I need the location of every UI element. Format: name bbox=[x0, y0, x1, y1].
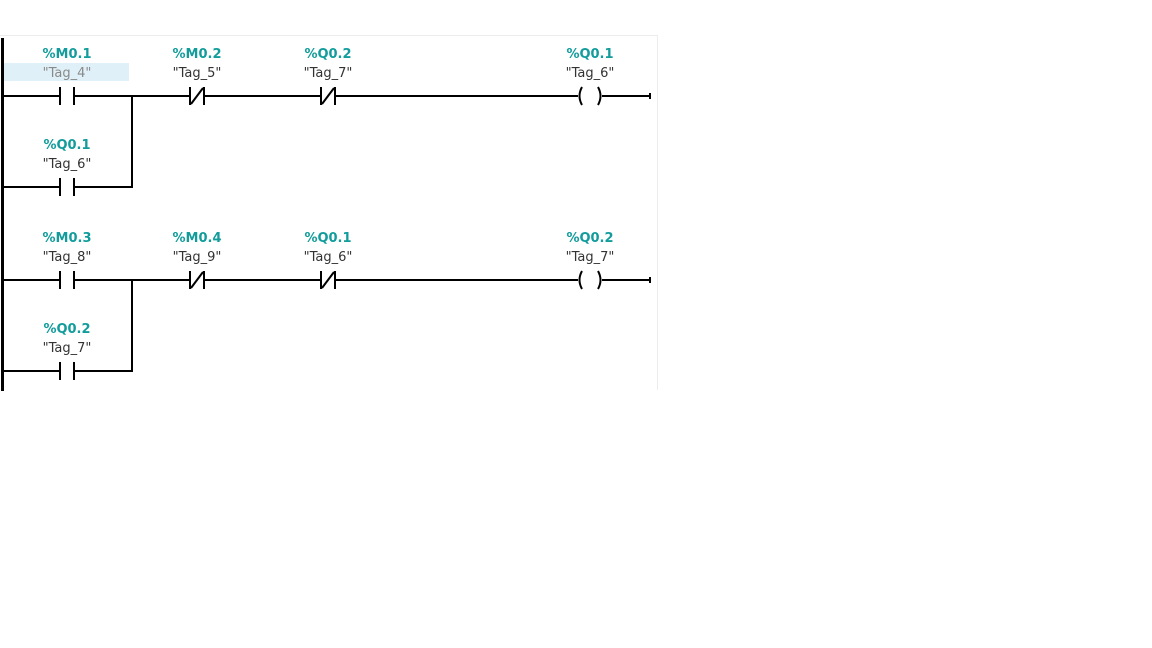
output-coil[interactable]: %Q0.2 "Tag_7" bbox=[566, 231, 615, 290]
operand-address[interactable]: %M0.4 bbox=[173, 231, 222, 246]
contact-negation-slash bbox=[321, 87, 335, 105]
operand-address[interactable]: %Q0.2 bbox=[566, 231, 613, 246]
operand-address[interactable]: %M0.1 bbox=[43, 47, 92, 62]
operand-tag[interactable]: "Tag_7" bbox=[566, 250, 615, 265]
operand-tag[interactable]: "Tag_6" bbox=[43, 157, 92, 172]
normally-closed-contact[interactable]: %Q0.1 "Tag_6" bbox=[304, 231, 353, 289]
selected-tag-highlight bbox=[4, 63, 129, 81]
normally-closed-contact[interactable]: %M0.2 "Tag_5" bbox=[173, 47, 222, 105]
normally-open-contact[interactable]: %M0.3 "Tag_8" bbox=[43, 231, 92, 289]
contact-negation-slash bbox=[190, 87, 204, 105]
operand-tag[interactable]: "Tag_4" bbox=[43, 66, 92, 81]
normally-open-contact[interactable]: %M0.1 "Tag_4" bbox=[4, 47, 129, 105]
operand-tag[interactable]: "Tag_8" bbox=[43, 250, 92, 265]
contact-negation-slash bbox=[321, 271, 335, 289]
coil-right-arc bbox=[597, 270, 602, 290]
operand-address[interactable]: %M0.2 bbox=[173, 47, 222, 62]
normally-closed-contact[interactable]: %Q0.2 "Tag_7" bbox=[304, 47, 353, 105]
operand-address[interactable]: %Q0.1 bbox=[566, 47, 613, 62]
operand-tag[interactable]: "Tag_7" bbox=[43, 341, 92, 356]
operand-tag[interactable]: "Tag_5" bbox=[173, 66, 222, 81]
output-coil[interactable]: %Q0.1 "Tag_6" bbox=[566, 47, 615, 106]
coil-right-arc bbox=[597, 86, 602, 106]
normally-open-contact[interactable]: %Q0.1 "Tag_6" bbox=[43, 138, 92, 196]
operand-address[interactable]: %Q0.1 bbox=[304, 231, 351, 246]
operand-tag[interactable]: "Tag_7" bbox=[304, 66, 353, 81]
normally-closed-contact[interactable]: %M0.4 "Tag_9" bbox=[173, 231, 222, 289]
operand-tag[interactable]: "Tag_6" bbox=[304, 250, 353, 265]
contact-negation-slash bbox=[190, 271, 204, 289]
coil-left-arc bbox=[578, 270, 583, 290]
operand-tag[interactable]: "Tag_9" bbox=[173, 250, 222, 265]
normally-open-contact[interactable]: %Q0.2 "Tag_7" bbox=[43, 322, 92, 380]
coil-left-arc bbox=[578, 86, 583, 106]
operand-address[interactable]: %Q0.2 bbox=[304, 47, 351, 62]
operand-address[interactable]: %M0.3 bbox=[43, 231, 92, 246]
operand-address[interactable]: %Q0.2 bbox=[43, 322, 90, 337]
operand-tag[interactable]: "Tag_6" bbox=[566, 66, 615, 81]
operand-address[interactable]: %Q0.1 bbox=[43, 138, 90, 153]
network-panel-border bbox=[0, 35, 658, 390]
